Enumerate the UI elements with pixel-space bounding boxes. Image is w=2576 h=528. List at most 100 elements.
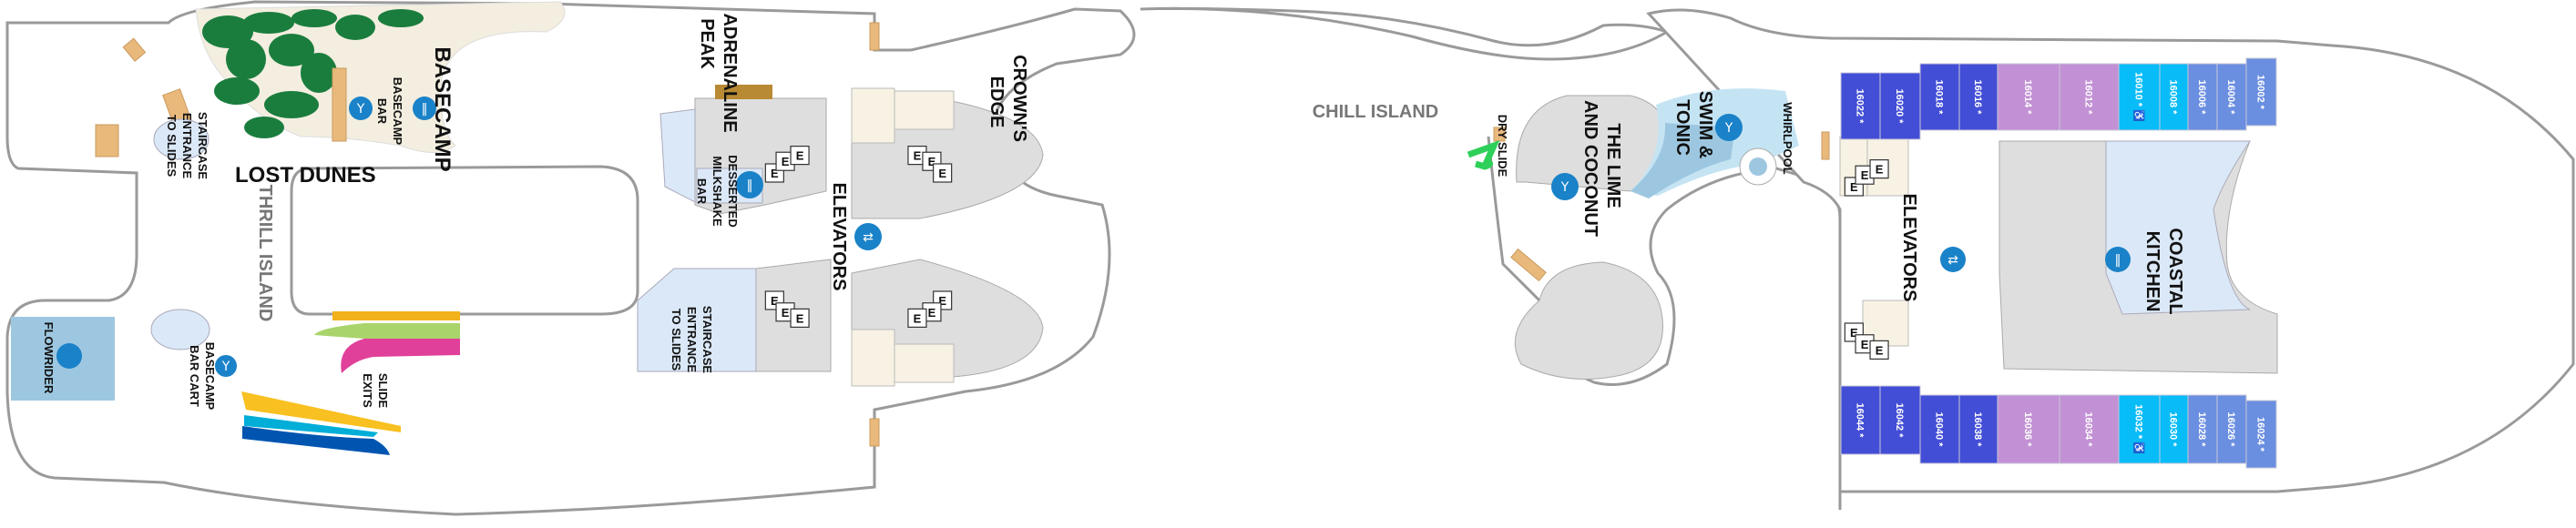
- central-pool-outline: [290, 165, 639, 316]
- lower-island: [1514, 261, 1663, 380]
- stateroom-number: 16016 *: [1972, 80, 1983, 116]
- stateroom-16014[interactable]: 16014 *: [1997, 63, 2060, 131]
- dining-icon: [2105, 247, 2131, 272]
- stateroom-cell[interactable]: [2118, 394, 2161, 464]
- elevator[interactable]: E: [907, 308, 927, 328]
- stateroom-cell[interactable]: [1997, 63, 2060, 131]
- stateroom-16036[interactable]: 16036 *: [1997, 394, 2060, 464]
- stateroom-16020[interactable]: 16020 *: [1879, 72, 1921, 140]
- elevator-glyph: E: [796, 149, 804, 163]
- lime-coconut-label: AND COCONUT: [1580, 100, 1600, 237]
- stateroom-16024[interactable]: 16024 *: [2245, 400, 2277, 469]
- stateroom-16006[interactable]: 16006 *: [2187, 63, 2218, 131]
- elevator-glyph: E: [928, 306, 936, 320]
- svg-text:‖: ‖: [747, 178, 753, 193]
- stateroom-cell[interactable]: [1919, 63, 1960, 131]
- stateroom-cell[interactable]: [1958, 63, 1998, 131]
- staircase-entrance-label: STAIRCASE: [196, 112, 210, 179]
- stateroom-16004[interactable]: 16004 *: [2216, 63, 2247, 131]
- stateroom-cell[interactable]: [2216, 63, 2247, 131]
- staircase-entrance-label: ENTRANCE: [180, 113, 194, 179]
- elevator[interactable]: E: [1869, 159, 1889, 179]
- milkshake-bar-area: [659, 108, 696, 203]
- basecamp-bar-cart-label: BAR CART: [188, 345, 201, 407]
- stateroom-16010[interactable]: 16010 * ♿: [2118, 63, 2161, 131]
- venue-icons: [215, 96, 2131, 377]
- elevator-glyph: E: [782, 155, 790, 168]
- flowrider-icon: [56, 343, 82, 369]
- elevator-glyph: E: [771, 294, 779, 308]
- svg-text:Y: Y: [1724, 121, 1733, 136]
- stateroom-16044[interactable]: 16044 *: [1840, 385, 1881, 455]
- elevator[interactable]: E: [933, 163, 953, 183]
- stateroom-cell[interactable]: [1997, 394, 2060, 464]
- stateroom-16012[interactable]: 16012 *: [2059, 63, 2120, 131]
- elevator[interactable]: E: [1869, 340, 1889, 360]
- basecamp-label: BASECAMP: [430, 46, 455, 171]
- stateroom-16028[interactable]: 16028 *: [2187, 394, 2218, 464]
- stateroom-cell[interactable]: [2059, 63, 2120, 131]
- svg-text:‖: ‖: [422, 102, 428, 117]
- coastal-kitchen-label: COASTAL: [2165, 228, 2185, 314]
- stateroom-cell[interactable]: [2118, 63, 2161, 131]
- stateroom-cell[interactable]: [1958, 394, 1998, 464]
- staircase-entrance-label: STAIRCASE: [700, 306, 714, 373]
- stateroom-16002[interactable]: 16002 *: [2245, 57, 2277, 127]
- stateroom-cell[interactable]: [2159, 63, 2189, 131]
- waterslides: [241, 311, 460, 455]
- elevator-glyph: E: [1850, 326, 1858, 340]
- stateroom-cell[interactable]: [1840, 385, 1881, 455]
- elevator-glyph: E: [928, 155, 936, 168]
- elevator[interactable]: E: [790, 146, 810, 166]
- elevator-glyph: E: [938, 294, 946, 308]
- stateroom-16038[interactable]: 16038 *: [1958, 394, 1998, 464]
- stateroom-number: 16020 *: [1894, 89, 1905, 125]
- milkshake-bar-label: MILKSHAKE: [710, 156, 724, 227]
- stateroom-cell[interactable]: [2245, 400, 2277, 469]
- svg-text:⇄: ⇄: [863, 230, 874, 245]
- swim-tonic-swimup: [1630, 123, 1735, 198]
- stateroom-number: 16012 *: [2083, 80, 2094, 116]
- stateroom-cell[interactable]: [1879, 385, 1921, 455]
- stateroom-16034[interactable]: 16034 *: [2059, 394, 2120, 464]
- stateroom-cell[interactable]: [2187, 394, 2218, 464]
- dining-icon: [736, 171, 763, 198]
- stateroom-16016[interactable]: 16016 *: [1958, 63, 1998, 131]
- stateroom-16008[interactable]: 16008 *: [2159, 63, 2189, 131]
- elevator-icon: [1940, 247, 1966, 272]
- stateroom-16026[interactable]: 16026 *: [2216, 394, 2247, 464]
- svg-text:Y: Y: [356, 102, 365, 117]
- flowrider-label: FLOWRIDER: [42, 322, 56, 394]
- crowns-edge-label: EDGE: [986, 76, 1007, 128]
- stateroom-number: 16024 *: [2255, 417, 2266, 452]
- stateroom-16040[interactable]: 16040 *: [1919, 394, 1960, 464]
- elevator[interactable]: E: [775, 151, 795, 171]
- basecamp-bar-cart-label: BASECAMP: [203, 342, 217, 411]
- stateroom-16030[interactable]: 16030 *: [2159, 394, 2189, 464]
- elevator[interactable]: E: [1855, 334, 1875, 354]
- dry-slide: [1467, 139, 1500, 170]
- bar-icon: [1715, 114, 1743, 141]
- venue-icon-glyphs: Y‖Y ‖YY ⇄⇄‖: [221, 102, 2121, 374]
- stateroom-cell[interactable]: [2159, 394, 2189, 464]
- stateroom-number: 16006 *: [2196, 80, 2207, 116]
- mini-golf-greens: [202, 9, 424, 138]
- elevator[interactable]: E: [790, 308, 810, 328]
- stateroom-cell[interactable]: [2245, 57, 2277, 127]
- swim-tonic-label: SWIM &: [1695, 91, 1715, 158]
- stateroom-number: 16038 *: [1972, 412, 1983, 448]
- stateroom-16042[interactable]: 16042 *: [1879, 385, 1921, 455]
- staterooms: 16022 * 16020 * 16018 * 16016 * 16014 * 16012…: [1840, 57, 2277, 469]
- stateroom-16018[interactable]: 16018 *: [1919, 63, 1960, 131]
- stateroom-cell[interactable]: [2059, 394, 2120, 464]
- elevator-glyph: E: [796, 311, 804, 325]
- svg-text:‖: ‖: [2115, 253, 2121, 268]
- elevator-icon: [854, 223, 882, 250]
- stateroom-16032[interactable]: 16032 * ♿: [2118, 394, 2161, 464]
- stateroom-cell[interactable]: [1840, 72, 1881, 140]
- stateroom-number: 16002 *: [2255, 75, 2266, 110]
- coastal-kitchen-dining: [2105, 140, 2251, 315]
- stateroom-16022[interactable]: 16022 *: [1840, 72, 1881, 140]
